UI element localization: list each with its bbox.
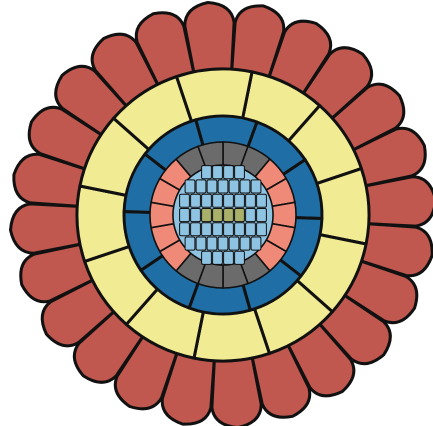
outer-ring-cell — [11, 204, 86, 253]
core-blue-cell — [213, 223, 223, 236]
core-blue-cell — [180, 223, 190, 236]
core-blue-cell — [213, 166, 223, 179]
second-ring-cell — [316, 169, 369, 244]
core-blue-cell — [251, 180, 261, 193]
core-blue-cell — [191, 194, 201, 207]
core-blue-cell — [218, 237, 228, 250]
core-blue-cell — [251, 237, 261, 250]
core-blue-cell — [235, 166, 245, 179]
core-blue-cell — [202, 194, 212, 207]
core-olive-cell — [224, 209, 234, 222]
core-olive-cell — [202, 209, 212, 222]
core-blue-cell — [246, 223, 256, 236]
core-blue-cell — [191, 209, 201, 222]
core-blue-cell — [185, 180, 195, 193]
core-blue-cell — [240, 237, 250, 250]
core-blue-cell — [224, 166, 234, 179]
core-blue-cell — [180, 194, 190, 207]
core-blue-cell — [202, 223, 212, 236]
core-blue-cell — [235, 223, 245, 236]
second-ring-cell — [77, 186, 130, 261]
core-blue-cell — [224, 251, 234, 264]
core-blue-cell — [180, 209, 190, 222]
second-ring-cell — [194, 308, 269, 361]
core-blue-cell — [218, 180, 228, 193]
core-blue-cell — [257, 223, 267, 236]
core-blue-cell — [257, 209, 267, 222]
core-layer — [173, 165, 273, 265]
core-blue-cell — [240, 180, 250, 193]
core-blue-cell — [224, 223, 234, 236]
core-blue-cell — [202, 251, 212, 264]
core-blue-cell — [196, 180, 206, 193]
core-blue-cell — [246, 194, 256, 207]
outer-ring-cell — [212, 352, 261, 426]
core-olive-cell — [235, 209, 245, 222]
outer-ring-cell — [360, 177, 433, 226]
core-blue-cell — [235, 194, 245, 207]
core-blue-cell — [257, 194, 267, 207]
core-blue-cell — [207, 180, 217, 193]
core-blue-cell — [229, 180, 239, 193]
second-ring-cell — [177, 69, 252, 122]
core-blue-cell — [202, 166, 212, 179]
core-olive-cell — [213, 209, 223, 222]
core-blue-cell — [191, 223, 201, 236]
core-blue-cell — [207, 237, 217, 250]
core-blue-cell — [213, 251, 223, 264]
core-blue-cell — [235, 251, 245, 264]
core-blue-cell — [213, 194, 223, 207]
core-blue-cell — [224, 194, 234, 207]
core-blue-cell — [185, 237, 195, 250]
outer-ring-cell — [185, 3, 234, 78]
core-blue-cell — [229, 237, 239, 250]
core-blue-cell — [196, 237, 206, 250]
core-blue-cell — [246, 209, 256, 222]
